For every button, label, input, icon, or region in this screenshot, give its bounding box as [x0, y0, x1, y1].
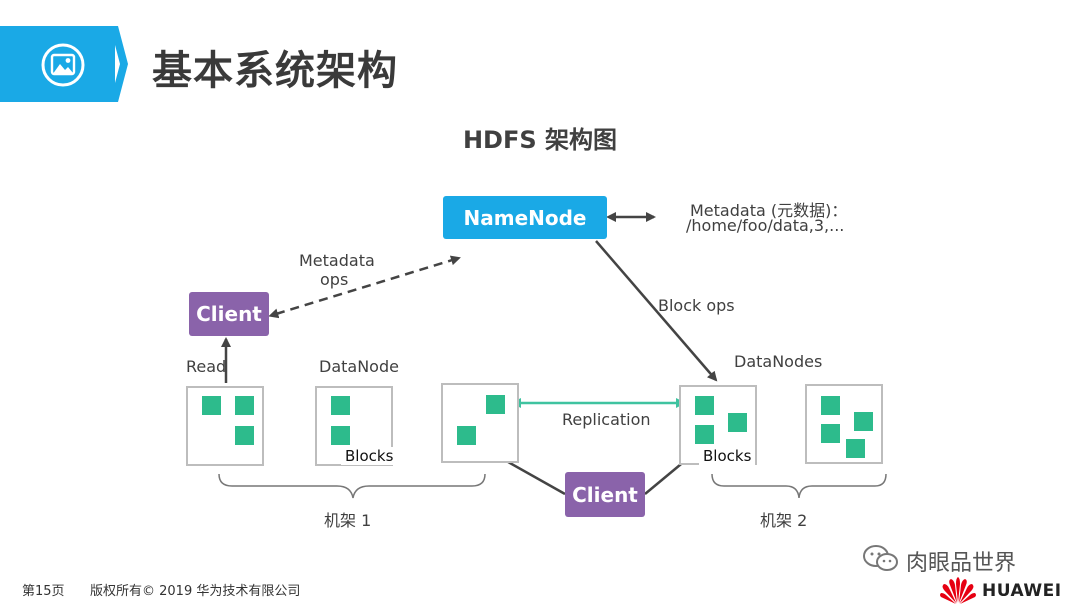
client-box-top: Client	[189, 292, 269, 336]
datanode-label: DataNode	[319, 357, 399, 376]
diagram-title: HDFS 架构图	[462, 126, 618, 154]
datanode-box-1	[186, 386, 264, 466]
block	[486, 395, 505, 414]
metadata-ops-label-line2: ops	[320, 270, 349, 289]
block-ops-arrow	[595, 240, 718, 382]
client-box-bottom: Client	[565, 472, 645, 517]
block	[695, 396, 714, 415]
datanode-box-5	[805, 384, 883, 464]
watermark-text: 肉眼品世界	[906, 551, 1017, 576]
page-number: 第15页	[22, 584, 65, 599]
block	[457, 426, 476, 445]
block	[821, 424, 840, 443]
header-chevron	[110, 26, 128, 102]
huawei-brand-text: HUAWEI	[982, 581, 1062, 601]
header-bar	[0, 26, 115, 102]
block-ops-label: Block ops	[658, 296, 735, 315]
read-label: Read	[186, 357, 227, 376]
blocks-label-rack1: Blocks	[341, 447, 398, 465]
datanodes-label: DataNodes	[734, 352, 823, 371]
image-icon	[41, 43, 85, 87]
rack1-label: 机架 1	[324, 511, 372, 530]
rack2-brace	[711, 473, 887, 499]
block	[235, 396, 254, 415]
block	[331, 396, 350, 415]
blocks-label-rack2: Blocks	[699, 447, 756, 465]
metadata-ops-arrow	[268, 255, 461, 319]
block	[821, 396, 840, 415]
namenode-box: NameNode	[443, 196, 607, 239]
metadata-note-line2: /home/foo/data,3,...	[686, 216, 845, 235]
replication-label: Replication	[562, 410, 651, 429]
wechat-icon	[863, 545, 898, 571]
metadata-note-line1: Metadata (元数据)：	[690, 201, 848, 220]
block	[854, 412, 873, 431]
block	[202, 396, 221, 415]
block	[728, 413, 747, 432]
huawei-logo-icon	[940, 577, 976, 604]
datanode-box-3	[441, 383, 519, 463]
block	[331, 426, 350, 445]
metadata-ops-label-line1: Metadata	[299, 251, 375, 270]
rack2-label: 机架 2	[760, 511, 808, 530]
rack1-brace	[218, 473, 486, 499]
block	[235, 426, 254, 445]
block	[846, 439, 865, 458]
block	[695, 425, 714, 444]
page-title: 基本系统架构	[152, 48, 398, 94]
copyright-text: 版权所有© 2019 华为技术有限公司	[90, 584, 301, 599]
